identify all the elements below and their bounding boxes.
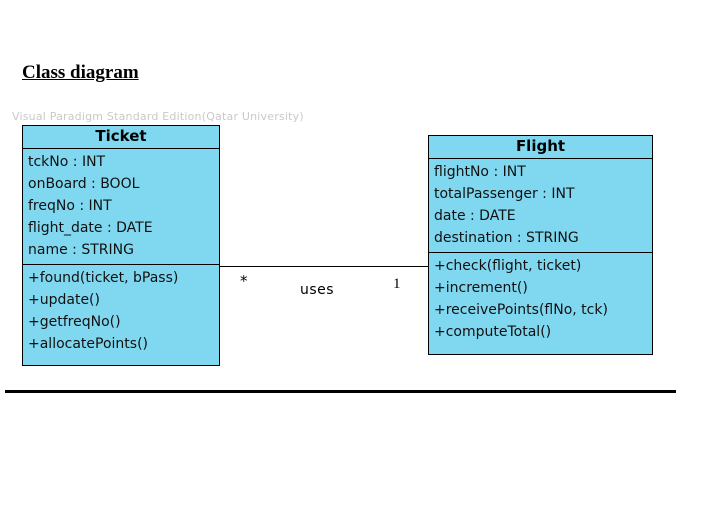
association-line[interactable]: [220, 266, 428, 267]
uml-attribute-row: destination : STRING: [434, 230, 579, 246]
uml-operation-row: +increment(): [434, 280, 528, 296]
uml-class-ticket-attributes: tckNo : INT onBoard : BOOL freqNo : INT …: [23, 149, 219, 265]
uml-attribute-row: flightNo : INT: [434, 164, 526, 180]
horizontal-rule: [5, 390, 676, 393]
uml-operation-row: +allocatePoints(): [28, 336, 149, 352]
uml-attribute-row: freqNo : INT: [28, 198, 112, 214]
uml-operation-row: +update(): [28, 292, 100, 308]
uml-class-ticket[interactable]: Ticket tckNo : INT onBoard : BOOL freqNo…: [22, 125, 220, 366]
uml-operation-row: +computeTotal(): [434, 324, 552, 340]
uml-operation-row: +found(ticket, bPass): [28, 270, 179, 286]
uml-class-ticket-operations: +found(ticket, bPass) +update() +getfreq…: [23, 265, 219, 358]
uml-attribute-row: name : STRING: [28, 242, 134, 258]
association-source-multiplicity: *: [240, 272, 248, 290]
uml-attribute-row: date : DATE: [434, 208, 516, 224]
uml-attribute-row: flight_date : DATE: [28, 220, 153, 236]
uml-attribute-row: onBoard : BOOL: [28, 176, 140, 192]
uml-class-flight-name: Flight: [429, 136, 652, 159]
uml-operation-row: +check(flight, ticket): [434, 258, 582, 274]
uml-attribute-row: totalPassenger : INT: [434, 186, 575, 202]
association-target-multiplicity: 1: [393, 276, 401, 292]
uml-class-flight[interactable]: Flight flightNo : INT totalPassenger : I…: [428, 135, 653, 355]
association-label: uses: [300, 282, 335, 298]
uml-class-flight-attributes: flightNo : INT totalPassenger : INT date…: [429, 159, 652, 253]
uml-operation-row: +getfreqNo(): [28, 314, 121, 330]
uml-class-flight-operations: +check(flight, ticket) +increment() +rec…: [429, 253, 652, 346]
uml-operation-row: +receivePoints(flNo, tck): [434, 302, 608, 318]
watermark-text: Visual Paradigm Standard Edition(Qatar U…: [12, 110, 304, 123]
uml-class-ticket-name: Ticket: [23, 126, 219, 149]
page-title: Class diagram: [22, 62, 139, 83]
uml-attribute-row: tckNo : INT: [28, 154, 106, 170]
